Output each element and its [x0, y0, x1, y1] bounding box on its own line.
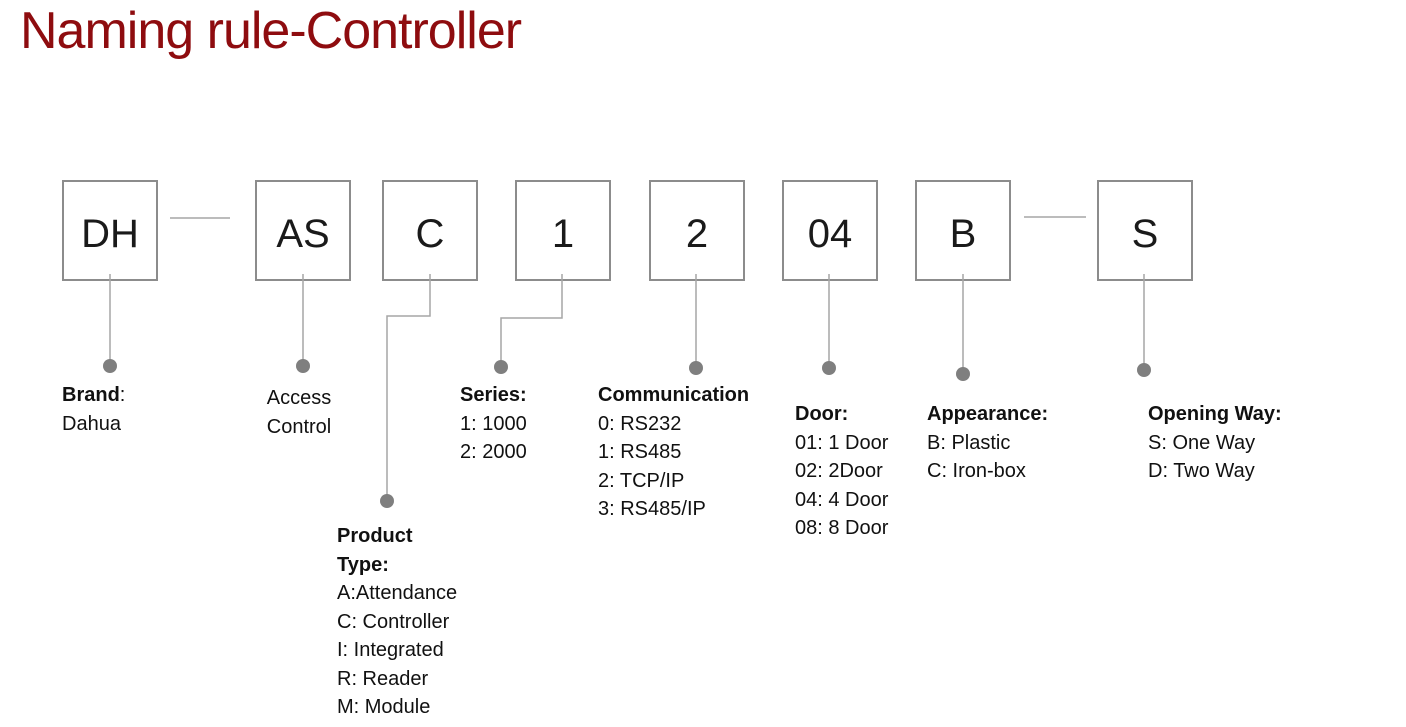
label-door-item: 01: 1 Door: [795, 431, 889, 454]
label-communication: Communication 0: RS232 1: RS485 2: TCP/I…: [598, 381, 749, 524]
connector-dot-opening-way: [1137, 363, 1151, 377]
code-box-opening-way: S: [1097, 180, 1193, 281]
label-product-type-item: M: Module: [337, 696, 431, 718]
label-opening-way: Opening Way: S: One Way D: Two Way: [1148, 400, 1282, 486]
label-product-type-item: I: Integrated: [337, 639, 444, 661]
code-opening-way: S: [1131, 212, 1159, 256]
label-brand-item: Dahua: [62, 412, 121, 435]
code-access: AS: [276, 212, 330, 256]
connector-dot-access: [296, 359, 310, 373]
label-product-type-item: R: Reader: [337, 667, 429, 690]
label-brand-heading-colon: :: [119, 384, 126, 406]
connector-dot-brand: [103, 359, 117, 373]
connector-dot-product-type: [380, 494, 394, 508]
label-access-line-2: Control: [266, 415, 332, 438]
label-product-type-item: C: Controller: [337, 610, 450, 633]
label-series: Series: 1: 1000 2: 2000: [460, 381, 527, 467]
label-communication-item: 2: TCP/IP: [598, 469, 685, 492]
connector-dot-door: [822, 361, 836, 375]
label-door-item: 08: 8 Door: [795, 517, 889, 539]
label-product-type-heading-1: Product: [337, 525, 413, 547]
connector-product-type: [386, 274, 431, 501]
label-communication-item: 3: RS485/IP: [598, 498, 706, 520]
connector-dot-communication: [689, 361, 703, 375]
label-communication-heading: Communication: [598, 384, 750, 406]
label-communication-item: 1: RS485: [598, 441, 682, 463]
code-product-type: C: [415, 212, 445, 256]
label-door: Door: 01: 1 Door 02: 2Door 04: 4 Door 08…: [795, 400, 888, 543]
label-appearance-item: B: Plastic: [927, 431, 1011, 454]
code-box-communication: 2: [649, 180, 745, 281]
label-appearance-item: C: Iron-box: [927, 460, 1026, 482]
label-door-item: 02: 2Door: [795, 460, 883, 482]
label-door-heading: Door:: [795, 403, 849, 425]
label-opening-way-item: D: Two Way: [1148, 460, 1255, 482]
code-box-product-type: C: [382, 180, 478, 281]
label-product-type-heading-2: Type:: [337, 553, 389, 576]
page-title: Naming rule-Controller: [20, 2, 522, 60]
label-appearance: Appearance: B: Plastic C: Iron-box: [927, 400, 1048, 486]
code-box-series: 1: [515, 180, 611, 281]
connector-series: [500, 274, 563, 367]
label-brand-heading-text: Brand: [62, 384, 120, 406]
label-access-control: Access Control: [249, 384, 349, 441]
code-communication: 2: [685, 212, 709, 256]
code-box-access: AS: [255, 180, 351, 281]
connector-dot-appearance: [956, 367, 970, 381]
label-opening-way-item: S: One Way: [1148, 431, 1256, 454]
label-door-item: 04: 4 Door: [795, 488, 889, 511]
label-brand: Brand: Dahua: [62, 381, 125, 438]
label-product-type-item: A:Attendance: [337, 582, 458, 604]
code-box-door: 04: [782, 180, 878, 281]
code-brand: DH: [81, 212, 139, 256]
connector-dot-series: [494, 360, 508, 374]
label-communication-item: 0: RS232: [598, 412, 682, 435]
label-series-heading: Series:: [460, 384, 527, 406]
code-box-brand: DH: [62, 180, 158, 281]
code-box-appearance: B: [915, 180, 1011, 281]
label-access-line-1: Access: [266, 387, 332, 409]
label-product-type: Product Type: A:Attendance C: Controller…: [337, 522, 457, 722]
code-appearance: B: [949, 212, 977, 256]
code-door: 04: [807, 212, 853, 256]
code-series: 1: [551, 212, 575, 256]
label-opening-way-heading: Opening Way:: [1148, 403, 1282, 425]
label-series-item: 1: 1000: [460, 412, 527, 435]
label-appearance-heading: Appearance:: [927, 403, 1049, 425]
label-series-item: 2: 2000: [460, 441, 527, 463]
label-brand-heading: Brand:: [62, 381, 125, 410]
